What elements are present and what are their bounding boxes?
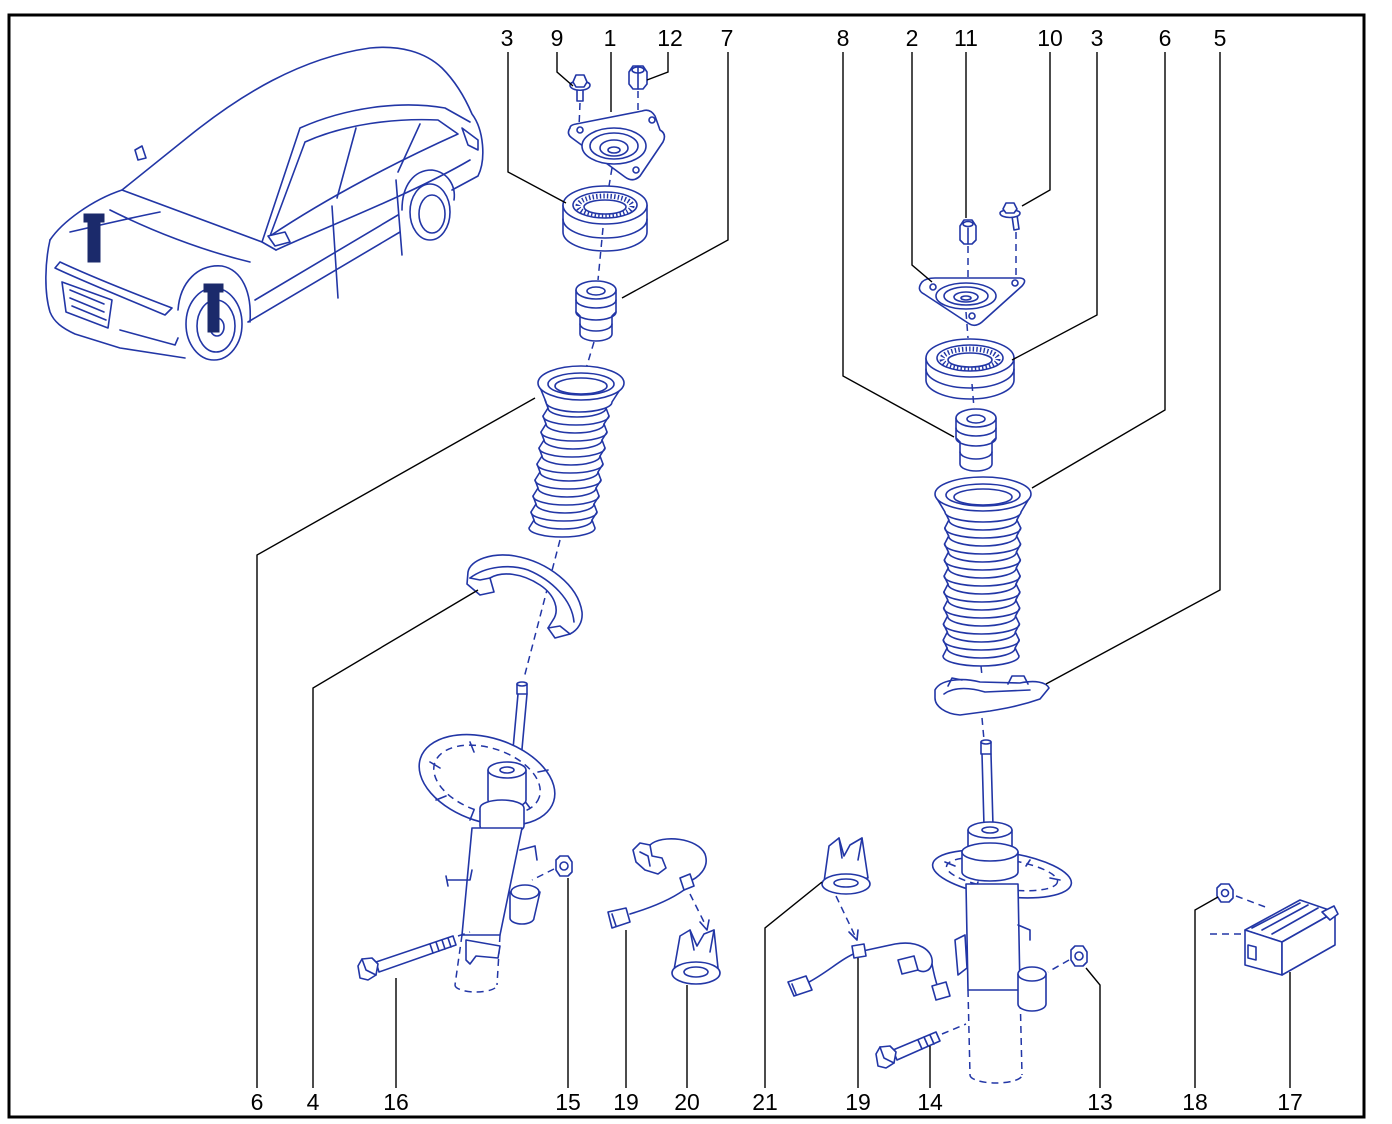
diagram-frame xyxy=(7,13,1366,1119)
nut-13 xyxy=(1070,945,1088,967)
callout-label: 19 xyxy=(845,1089,871,1115)
bellows-rib xyxy=(943,559,1022,571)
bellows-rib xyxy=(536,463,604,474)
callout-label: 2 xyxy=(906,25,919,51)
strut-right xyxy=(931,739,1073,1084)
grille xyxy=(61,281,113,329)
upper-mount-1 xyxy=(567,109,666,181)
callout-label: 20 xyxy=(674,1089,700,1115)
rear-wheel xyxy=(409,183,451,241)
callout-label: 3 xyxy=(1091,25,1104,51)
bellows-rib xyxy=(943,575,1021,587)
callout-label: 12 xyxy=(657,25,683,51)
bellows-rib xyxy=(946,599,1017,611)
dust-boot-6-right xyxy=(934,476,1032,667)
bellows-rib xyxy=(943,543,1022,555)
bellows-rib xyxy=(539,471,599,482)
callout-label: 4 xyxy=(307,1089,320,1115)
bracket-21 xyxy=(821,837,871,895)
bellows-rib xyxy=(947,551,1018,563)
height-sensor-19-left xyxy=(607,838,707,929)
callout-label: 14 xyxy=(917,1089,943,1115)
callout-label: 6 xyxy=(251,1089,264,1115)
spring-seat-5 xyxy=(934,675,1050,716)
bearing-3-right xyxy=(925,338,1015,400)
headlight xyxy=(54,261,173,316)
bump-stop-8 xyxy=(955,408,997,472)
callout-label: 19 xyxy=(613,1089,639,1115)
bellows-rib xyxy=(942,623,1021,635)
upper-mount-2 xyxy=(918,277,1026,327)
bellows-rib xyxy=(538,447,606,458)
callout-label: 5 xyxy=(1214,25,1227,51)
callout-label: 21 xyxy=(752,1089,778,1115)
bellows-rib xyxy=(947,535,1018,547)
nut-18 xyxy=(1216,883,1234,903)
bellows-rib xyxy=(942,639,1021,651)
control-module-17 xyxy=(1244,899,1339,976)
callout-label: 6 xyxy=(1159,25,1172,51)
bracket-20 xyxy=(671,929,721,985)
callout-label: 11 xyxy=(954,25,978,51)
bellows-rib xyxy=(537,487,597,498)
side-mirror xyxy=(267,231,291,247)
bellows-rib xyxy=(530,511,598,522)
bump-stop-7 xyxy=(575,280,617,342)
bellows-rib xyxy=(534,479,602,490)
height-sensor-19-right xyxy=(787,942,951,1001)
callout-label: 7 xyxy=(721,25,734,51)
nut-11 xyxy=(959,219,977,245)
callout-label: 10 xyxy=(1037,25,1063,51)
nut-15 xyxy=(555,855,573,877)
bellows-rib xyxy=(533,519,593,530)
callout-label: 8 xyxy=(837,25,850,51)
bellows-rib xyxy=(543,439,603,450)
bellows-rib xyxy=(542,415,610,426)
callout-label: 3 xyxy=(501,25,514,51)
callouts-bottom: 6 4 16 15 19 20 21 19 14 13 18 17 xyxy=(251,1089,1303,1115)
spring-seat-4 xyxy=(466,554,583,639)
callout-label: 18 xyxy=(1182,1089,1208,1115)
bellows-rib xyxy=(545,423,605,434)
bolt-16 xyxy=(357,935,457,981)
vehicle-illustration xyxy=(45,46,484,361)
bellows-rib xyxy=(943,527,1022,539)
bellows-rib xyxy=(947,583,1017,595)
bellows-rib xyxy=(942,607,1021,619)
bellows-left xyxy=(528,399,612,538)
bellows-rib xyxy=(946,631,1017,643)
bellows-rib xyxy=(535,503,595,514)
callout-label: 17 xyxy=(1277,1089,1303,1115)
strut-left xyxy=(418,681,556,993)
bellows-rib xyxy=(541,455,601,466)
strut-location-icon xyxy=(83,213,224,333)
left-strut-assembly xyxy=(357,65,666,993)
leader-lines xyxy=(256,52,1291,1088)
dust-boot-6-left xyxy=(528,365,625,538)
bellows-rib xyxy=(946,647,1016,659)
callout-label: 9 xyxy=(551,25,564,51)
callouts-top: 3 9 1 12 7 8 2 11 10 3 6 5 xyxy=(501,25,1227,51)
bellows-rib xyxy=(943,591,1021,603)
bellows-rib xyxy=(540,431,608,442)
bolt-9 xyxy=(569,74,591,102)
bellows-rib xyxy=(547,407,607,418)
callout-label: 15 xyxy=(555,1089,581,1115)
nut-12 xyxy=(628,65,648,90)
bearing-3-left xyxy=(562,185,648,252)
bolt-10 xyxy=(999,202,1021,231)
bellows-rib xyxy=(532,495,600,506)
bellows-rib xyxy=(946,615,1017,627)
bellows-right xyxy=(942,511,1022,667)
bellows-rib xyxy=(947,567,1018,579)
bellows-rib xyxy=(948,519,1018,531)
callout-label: 1 xyxy=(604,25,617,51)
callout-label: 16 xyxy=(383,1089,409,1115)
right-strut-assembly xyxy=(875,202,1088,1084)
callout-label: 13 xyxy=(1087,1089,1113,1115)
bolt-14 xyxy=(875,1031,941,1069)
